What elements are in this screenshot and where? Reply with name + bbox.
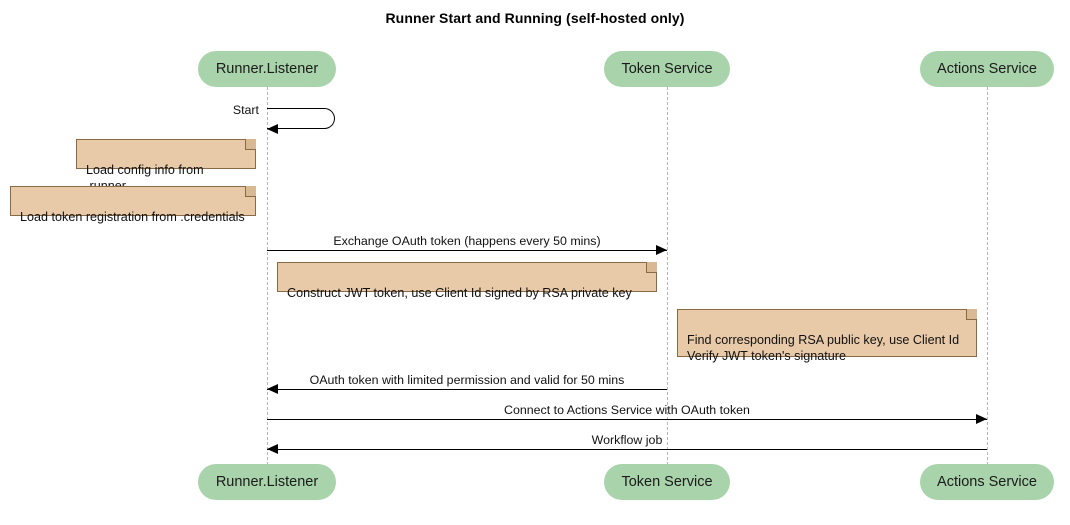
participant-actions-bottom[interactable]: Actions Service <box>920 464 1054 500</box>
participant-label: Runner.Listener <box>215 61 319 77</box>
participant-label: Token Service <box>621 61 713 77</box>
lifeline-runner <box>267 87 268 465</box>
note-load-config: Load config info from .runner <box>76 139 256 193</box>
note-text: Load token registration from .credential… <box>20 210 245 224</box>
message-arrowhead-workflow-job <box>267 443 278 454</box>
message-arrowhead-connect-actions-service <box>976 413 987 424</box>
message-label-workflow-job: Workflow job <box>591 433 663 447</box>
message-arrowhead-oauth-token-reply <box>267 383 278 394</box>
note-fold-corner <box>646 262 657 273</box>
participant-runner-top[interactable]: Runner.Listener <box>198 51 336 87</box>
note-fold-corner <box>966 309 977 320</box>
note-fold-corner <box>245 139 256 150</box>
note-construct-jwt: Construct JWT token, use Client Id signe… <box>277 262 657 300</box>
participant-token-bottom[interactable]: Token Service <box>604 464 730 500</box>
participant-label: Token Service <box>621 474 713 490</box>
message-label-exchange-oauth-token: Exchange OAuth token (happens every 50 m… <box>333 234 601 248</box>
message-arrowhead-start <box>267 123 278 134</box>
message-line-connect-actions-service <box>267 419 987 420</box>
participant-actions-top[interactable]: Actions Service <box>920 51 1054 87</box>
page-title: Runner Start and Running (self-hosted on… <box>385 10 685 26</box>
message-arrowhead-exchange-oauth-token <box>656 244 667 255</box>
note-verify-jwt: Find corresponding RSA public key, use C… <box>677 309 977 363</box>
note-load-token-registration: Load token registration from .credential… <box>10 186 256 224</box>
participant-runner-bottom[interactable]: Runner.Listener <box>198 464 336 500</box>
message-line-workflow-job <box>267 449 987 450</box>
message-label-start: Start <box>232 103 259 117</box>
participant-label: Runner.Listener <box>215 474 319 490</box>
note-text: Construct JWT token, use Client Id signe… <box>287 286 632 300</box>
participant-token-top[interactable]: Token Service <box>604 51 730 87</box>
message-line-oauth-token-reply <box>267 389 667 390</box>
lifeline-token <box>667 87 668 465</box>
participant-label: Actions Service <box>937 61 1037 77</box>
message-self-loop-start <box>267 108 335 129</box>
note-fold-corner <box>245 186 256 197</box>
participant-label: Actions Service <box>937 474 1037 490</box>
message-label-oauth-token-reply: OAuth token with limited permission and … <box>309 373 625 387</box>
message-line-exchange-oauth-token <box>267 250 667 251</box>
lifeline-actions <box>987 87 988 465</box>
note-text: Find corresponding RSA public key, use C… <box>687 333 960 363</box>
message-label-connect-actions-service: Connect to Actions Service with OAuth to… <box>504 403 750 417</box>
